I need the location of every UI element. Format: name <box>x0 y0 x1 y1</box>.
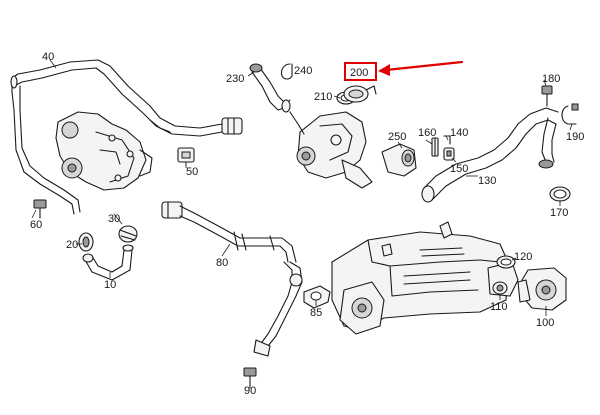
callout-30: 30 <box>108 213 120 225</box>
egr-cooler <box>331 221 519 335</box>
callout-80: 80 <box>216 257 228 269</box>
callout-140: 140 <box>450 127 468 139</box>
callout-20: 20 <box>66 239 78 251</box>
highlight-arrow <box>384 60 464 72</box>
part-30-clamp[interactable] <box>118 225 138 243</box>
part-180-bolt[interactable] <box>541 85 553 107</box>
highlight-200 <box>344 60 464 81</box>
part-80-pipe[interactable] <box>161 201 303 357</box>
part-250-connector[interactable] <box>381 143 417 177</box>
part-60-bolt[interactable] <box>33 199 47 219</box>
central-egr-valve <box>289 111 373 189</box>
part-150-clip[interactable] <box>443 147 455 161</box>
callout-170: 170 <box>550 207 568 219</box>
part-120-clamp[interactable] <box>496 255 516 269</box>
callout-190: 190 <box>566 131 584 143</box>
part-20-clamp[interactable] <box>78 232 94 252</box>
callout-150: 150 <box>450 163 468 175</box>
callout-85: 85 <box>310 307 322 319</box>
callout-200: 200 <box>350 67 368 79</box>
callout-250: 250 <box>388 131 406 143</box>
callout-100: 100 <box>536 317 554 329</box>
part-200-flange[interactable] <box>343 85 377 103</box>
callout-240: 240 <box>294 65 312 77</box>
part-130-pipe[interactable] <box>421 107 559 203</box>
part-100-egr-valve[interactable] <box>517 267 567 311</box>
callout-210: 210 <box>314 91 332 103</box>
callout-230: 230 <box>226 73 244 85</box>
part-10-hose[interactable] <box>82 244 134 281</box>
callout-40: 40 <box>42 51 54 63</box>
callout-130: 130 <box>478 175 496 187</box>
part-40-coolant-pipe[interactable] <box>10 59 243 215</box>
callout-90: 90 <box>244 385 256 397</box>
callout-180: 180 <box>542 73 560 85</box>
callout-10: 10 <box>104 279 116 291</box>
left-valve-assembly <box>55 111 153 191</box>
part-85-gasket[interactable] <box>303 285 331 309</box>
part-190-clamp[interactable] <box>561 103 579 125</box>
callout-labels: 40 50 60 20 30 10 80 85 90 230 240 210 2… <box>30 51 584 397</box>
callout-50: 50 <box>186 166 198 178</box>
leader-lines <box>31 59 573 382</box>
part-230-hose[interactable] <box>249 63 291 113</box>
callout-160: 160 <box>418 127 436 139</box>
part-160-sensor[interactable] <box>431 137 439 157</box>
callout-120: 120 <box>514 251 532 263</box>
part-110-clamp[interactable] <box>492 281 508 295</box>
highlight-box <box>344 62 377 81</box>
callout-110: 110 <box>490 301 508 313</box>
part-170-clamp[interactable] <box>549 186 571 202</box>
part-240-clip[interactable] <box>280 63 293 80</box>
highlight-arrowhead <box>378 64 390 76</box>
callout-60: 60 <box>30 219 42 231</box>
